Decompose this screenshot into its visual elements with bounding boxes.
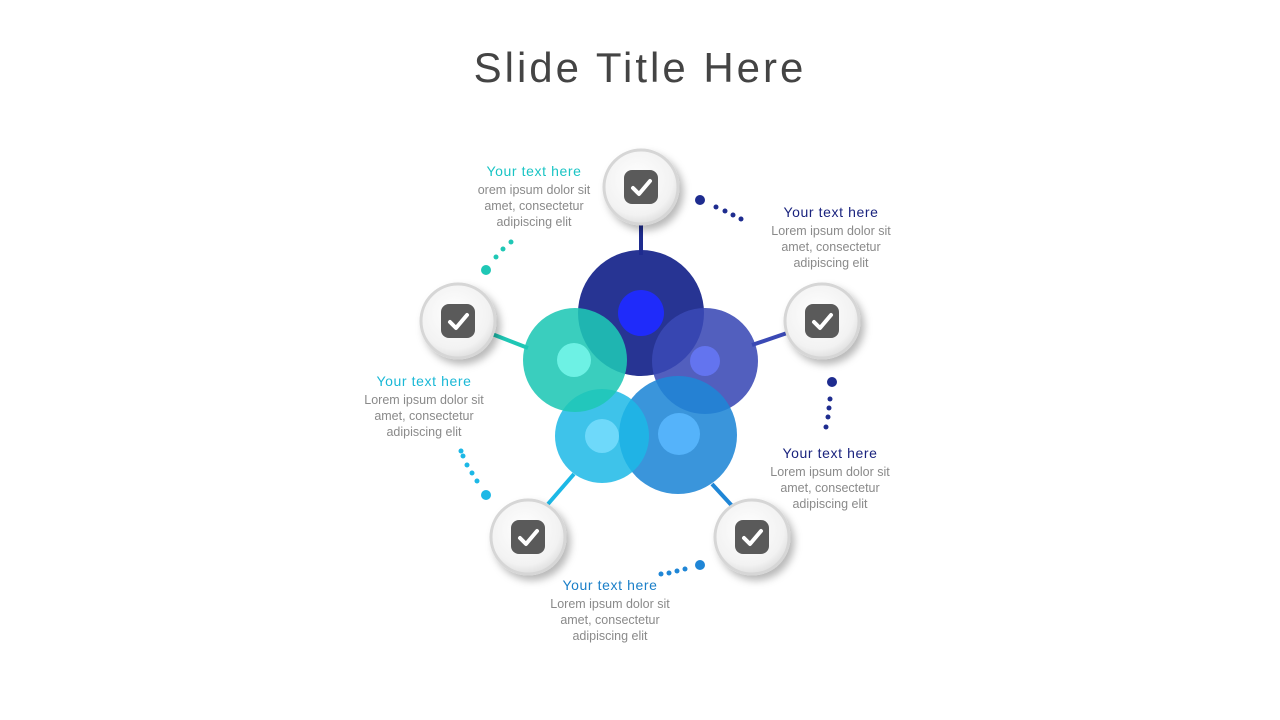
node-top — [602, 148, 680, 226]
callout-body: Lorem ipsum dolor sit amet, consectetur … — [741, 223, 921, 271]
callout-line: adipiscing elit — [572, 629, 648, 643]
callout-body: orem ipsum dolor sit amet, consectetur a… — [444, 182, 624, 230]
dot-arc — [826, 405, 832, 411]
dot-arc — [481, 265, 491, 275]
dot-arc — [695, 560, 705, 570]
stem-left — [491, 332, 529, 350]
dotted-arcs — [458, 195, 837, 577]
connector-stems — [491, 222, 791, 510]
checkmark-badge — [805, 304, 839, 338]
overlapping-circles — [523, 250, 758, 494]
callout-line: adipiscing elit — [386, 425, 462, 439]
dot-arc — [738, 216, 744, 222]
dot-arc — [827, 377, 837, 387]
dot-arc — [481, 490, 491, 500]
dot-navy — [618, 290, 664, 336]
dots-top-right — [695, 195, 744, 222]
callout-body: Lorem ipsum dolor sit amet, consectetur … — [334, 392, 514, 440]
callout-line: orem ipsum dolor sit — [477, 183, 591, 197]
callout-line: amet, consectetur — [374, 409, 474, 423]
dot-arc — [674, 568, 680, 574]
node-right — [783, 282, 861, 360]
dot-teal — [557, 343, 591, 377]
callout-line: amet, consectetur — [560, 613, 660, 627]
dot-arc — [458, 448, 464, 454]
callout-line: amet, consectetur — [780, 481, 880, 495]
slide-title: Slide Title Here — [473, 44, 807, 91]
stem-right — [751, 330, 791, 347]
callout-heading: Your text here — [783, 204, 879, 220]
node-left — [419, 282, 497, 360]
callout-line: adipiscing elit — [792, 497, 868, 511]
callout-line: amet, consectetur — [484, 199, 584, 213]
checkmark-badge — [511, 520, 545, 554]
check-icon — [631, 179, 652, 196]
callout-top-right: Your text here Lorem ipsum dolor sit ame… — [741, 203, 921, 271]
dot-arc — [695, 195, 705, 205]
dot-arc — [823, 424, 829, 430]
callout-line: amet, consectetur — [781, 240, 881, 254]
callout-heading: Your text here — [782, 445, 878, 461]
node-bottom-right — [713, 498, 791, 576]
dot-ocean — [658, 413, 700, 455]
dot-arc — [464, 462, 470, 468]
callout-heading: Your text here — [376, 373, 472, 389]
callout-line: Lorem ipsum dolor sit — [771, 224, 891, 238]
outer-nodes — [419, 148, 861, 576]
callout-bottom: Your text here Lorem ipsum dolor sit ame… — [520, 576, 700, 644]
callout-line: adipiscing elit — [496, 215, 572, 229]
callout-line: Lorem ipsum dolor sit — [770, 465, 890, 479]
stem-bottom-right — [710, 482, 736, 510]
dot-arc — [493, 254, 499, 260]
callout-top: Your text here orem ipsum dolor sit amet… — [444, 162, 624, 230]
checkmark-badge — [441, 304, 475, 338]
dot-arc — [500, 246, 506, 252]
check-icon — [518, 529, 539, 546]
callout-line: adipiscing elit — [793, 256, 869, 270]
stem-bottom-left — [546, 472, 576, 506]
check-icon — [448, 313, 469, 330]
dot-arc — [460, 453, 466, 459]
dot-arc — [658, 571, 664, 577]
checkmark-badge — [735, 520, 769, 554]
dot-arc — [825, 414, 831, 420]
dot-arc — [666, 570, 672, 576]
dot-royal — [690, 346, 720, 376]
callout-body: Lorem ipsum dolor sit amet, consectetur … — [520, 596, 700, 644]
dot-arc — [730, 212, 736, 218]
callout-heading: Your text here — [562, 577, 658, 593]
callout-heading: Your text here — [486, 163, 582, 179]
checkmark-badge — [624, 170, 658, 204]
dot-arc — [722, 208, 728, 214]
dots-right — [823, 377, 837, 430]
dot-arc — [474, 478, 480, 484]
dot-arc — [827, 396, 833, 402]
callout-right: Your text here Lorem ipsum dolor sit ame… — [740, 444, 920, 512]
dots-left — [458, 448, 491, 500]
dot-arc — [713, 204, 719, 210]
dot-sky — [585, 419, 619, 453]
dot-arc — [508, 239, 514, 245]
dot-arc — [469, 470, 475, 476]
inner-dots — [557, 290, 720, 455]
dots-top-left — [481, 239, 514, 275]
callout-body: Lorem ipsum dolor sit amet, consectetur … — [740, 464, 920, 512]
callout-left: Your text here Lorem ipsum dolor sit ame… — [334, 372, 514, 440]
dots-bottom — [658, 560, 705, 577]
dot-arc — [682, 566, 688, 572]
check-icon — [742, 529, 763, 546]
callout-line: Lorem ipsum dolor sit — [550, 597, 670, 611]
callout-line: Lorem ipsum dolor sit — [364, 393, 484, 407]
node-bottom-left — [489, 498, 567, 576]
check-icon — [812, 313, 833, 330]
